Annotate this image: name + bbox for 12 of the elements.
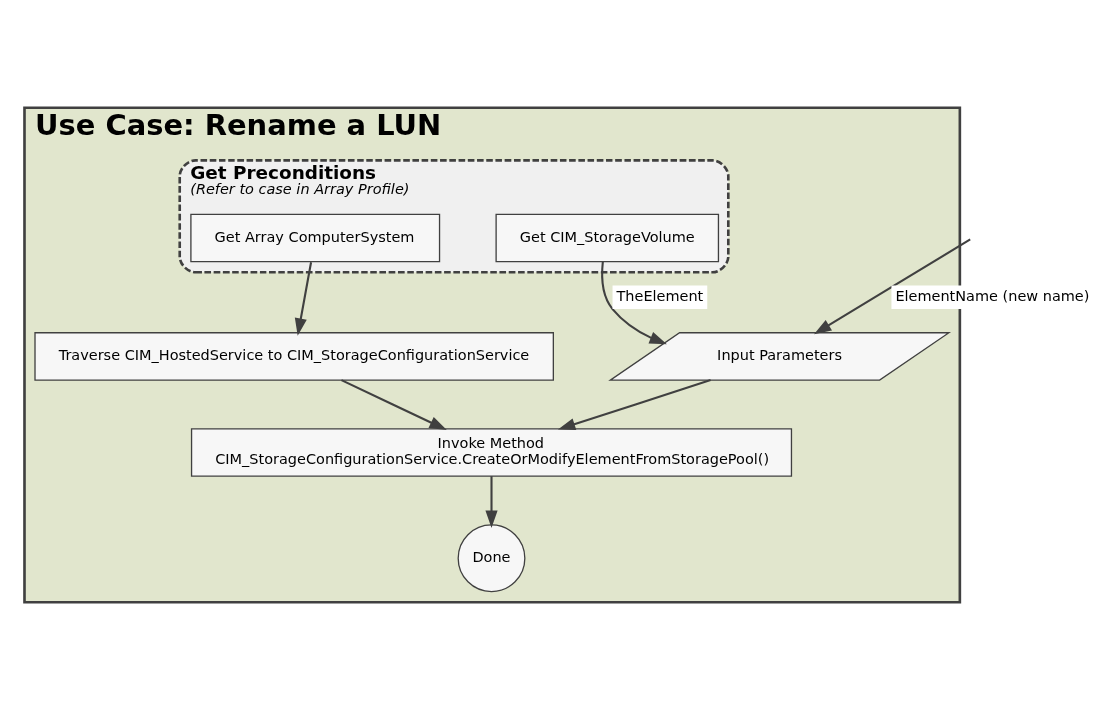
arrow [294,262,313,336]
arrow [485,476,498,528]
node-box: Invoke Method CIM_StorageConfigurationService.CreateOrModifyElementFromStoragePool() [190,428,793,477]
arrow [557,379,711,431]
arrow [814,238,971,335]
arrow [601,261,667,345]
node-box: Get CIM_StorageVolume [495,213,720,263]
edge-label: TheElement [616,287,704,304]
arrow [341,379,447,430]
node-box: Get Array ComputerSystem [190,213,441,263]
node-box: Traverse CIM_HostedService to CIM_StorageConfigurationService [34,332,554,381]
node-circle: Done [457,524,526,593]
